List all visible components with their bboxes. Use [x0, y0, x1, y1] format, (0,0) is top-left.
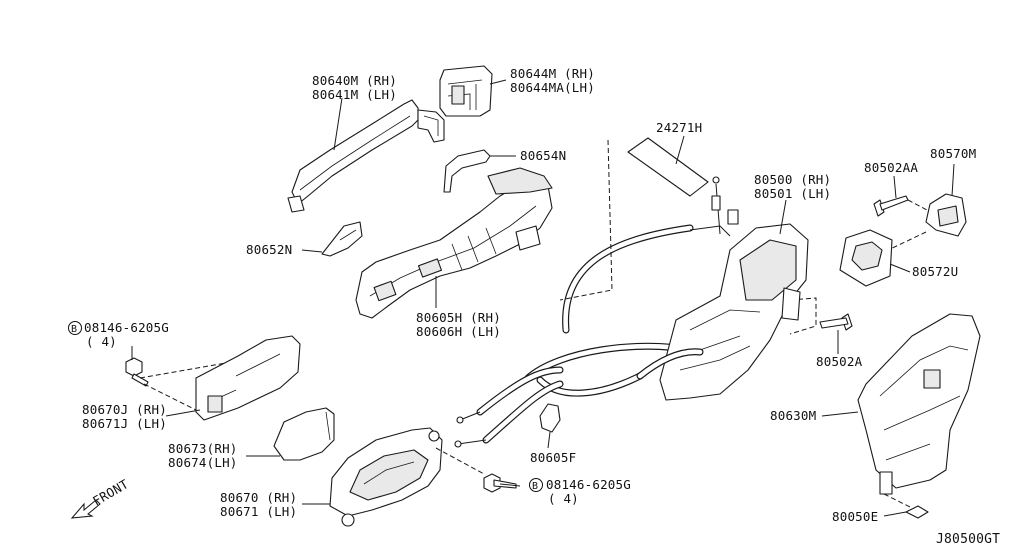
actuator-screw-part — [819, 313, 853, 331]
label-08146-6205g-lower: 08146-6205G — [546, 477, 631, 492]
label-80670: 80670 (RH) — [220, 490, 297, 505]
label-24271h: 24271H — [656, 120, 702, 135]
handle-frame-part — [355, 167, 553, 319]
lock-protector-part — [857, 313, 981, 495]
label-80674: 80674(LH) — [168, 455, 238, 470]
diagram-code: J80500GT — [936, 532, 1000, 547]
grommet-part — [883, 493, 929, 519]
label-80502a: 80502A — [816, 354, 863, 369]
label-80500: 80500 (RH) — [754, 172, 831, 187]
label-qty-upper: ( 4) — [86, 334, 117, 349]
label-80673: 80673(RH) — [168, 441, 238, 456]
label-08146-6205g-upper: 08146-6205G — [84, 320, 169, 335]
label-80605h: 80605H (RH) — [416, 310, 501, 325]
label-80671j: 80671J (LH) — [82, 416, 167, 431]
label-80641m: 80641M (LH) — [312, 87, 397, 102]
label-80572u: 80572U — [912, 264, 958, 279]
handle-pad-part — [321, 221, 363, 257]
bolt-b-mark-lower: B — [532, 481, 538, 492]
bolt-part-lower — [435, 447, 517, 493]
door-lock-actuator-part — [636, 209, 817, 401]
label-80606h: 80606H (LH) — [416, 324, 501, 339]
label-80502aa: 80502AA — [864, 160, 918, 175]
label-80670j: 80670J (RH) — [82, 402, 167, 417]
label-80654n: 80654N — [520, 148, 566, 163]
striker-cover-part — [839, 229, 893, 287]
label-80501: 80501 (LH) — [754, 186, 831, 201]
label-80644ma: 80644MA(LH) — [510, 80, 595, 95]
bolt-part-upper — [125, 357, 149, 387]
bolt-b-mark: B — [71, 324, 77, 335]
inside-handle-part — [329, 427, 443, 527]
handle-escutcheon-part — [439, 65, 493, 117]
front-label: FRONT — [90, 476, 131, 508]
outside-handle-part — [287, 99, 445, 213]
label-80050e: 80050E — [832, 509, 878, 524]
label-80570m: 80570M — [930, 146, 976, 161]
label-qty-lower: ( 4) — [548, 491, 579, 506]
label-80671: 80671 (LH) — [220, 504, 297, 519]
label-80630m: 80630M — [770, 408, 816, 423]
bolt-label-upper: B 08146-6205G ( 4) — [68, 320, 169, 349]
leader-lines — [131, 79, 955, 517]
inside-handle-bracket-part — [139, 335, 301, 421]
label-80640m: 80640M (RH) — [312, 73, 397, 88]
sound-pad-part — [559, 137, 709, 301]
front-arrow-icon — [70, 499, 101, 519]
handle-gasket-part — [443, 149, 491, 193]
bolt-label-lower: B 08146-6205G ( 4) — [529, 477, 631, 506]
part-labels: 80640M (RH) 80641M (LH) 80644M (RH) 8064… — [68, 66, 976, 524]
label-80652n: 80652N — [246, 242, 292, 257]
front-direction-indicator: FRONT — [70, 476, 131, 519]
inside-handle-cover-part — [273, 407, 335, 461]
label-80644m: 80644M (RH) — [510, 66, 595, 81]
door-striker-part — [883, 193, 967, 253]
label-80605f: 80605F — [530, 450, 576, 465]
cable-clip-part — [539, 403, 561, 433]
